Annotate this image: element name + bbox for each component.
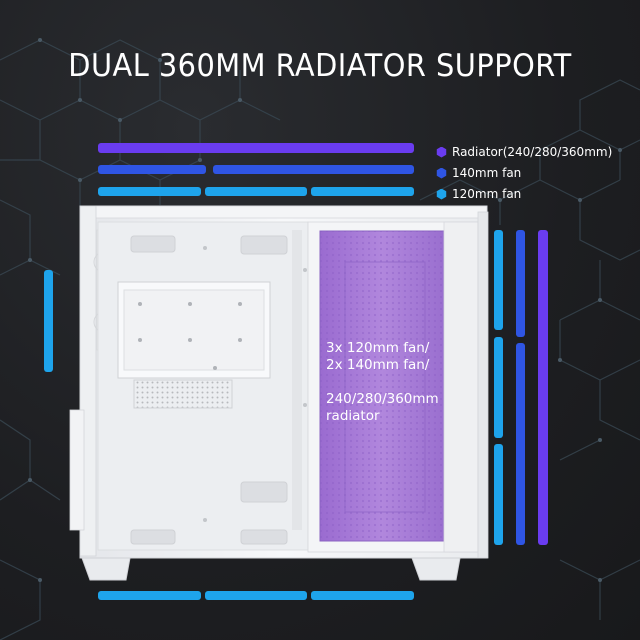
fan140-bar-right-2: [516, 343, 525, 545]
fan120-bar-top-3: [311, 187, 414, 196]
fan120-bar-right-2: [494, 337, 503, 438]
fan120-bar-top-2: [205, 187, 307, 196]
legend-item-140mm-fan: 140mm fan: [436, 163, 612, 183]
fan120-bar-top-1: [98, 187, 201, 196]
callout-line: 240/280/360mm: [326, 391, 439, 407]
legend-label: 120mm fan: [452, 187, 522, 201]
fan140-bar-right-1: [516, 230, 525, 337]
hexagon-icon: [436, 146, 447, 158]
legend-label: 140mm fan: [452, 166, 522, 180]
hexagon-icon: [436, 167, 447, 179]
fan120-bar-bottom-2: [205, 591, 307, 600]
radiator-bar-top: [98, 143, 414, 153]
callout-line: 3x 120mm fan/: [326, 340, 430, 356]
fan120-bar-bottom-3: [311, 591, 414, 600]
hexagon-icon: [436, 188, 447, 200]
fan120-bar-left: [44, 270, 53, 372]
callout-line: 2x 140mm fan/: [326, 357, 430, 373]
radiator-bar-right: [538, 230, 548, 545]
fan120-bar-right-1: [494, 230, 503, 330]
radiator-callout: 3x 120mm fan/ 2x 140mm fan/ 240/280/360m…: [326, 340, 439, 425]
page-title: DUAL 360MM RADIATOR SUPPORT: [68, 48, 572, 84]
fan120-bar-right-3: [494, 444, 503, 545]
fan140-bar-top-1: [98, 165, 206, 174]
legend: Radiator(240/280/360mm) 140mm fan 120mm …: [436, 142, 612, 205]
legend-item-120mm-fan: 120mm fan: [436, 184, 612, 204]
callout-spacer: [326, 374, 439, 391]
callout-line: radiator: [326, 408, 380, 424]
legend-label: Radiator(240/280/360mm): [452, 145, 613, 159]
fan120-bar-bottom-1: [98, 591, 201, 600]
legend-item-radiator: Radiator(240/280/360mm): [436, 142, 612, 162]
fan140-bar-top-2: [213, 165, 414, 174]
